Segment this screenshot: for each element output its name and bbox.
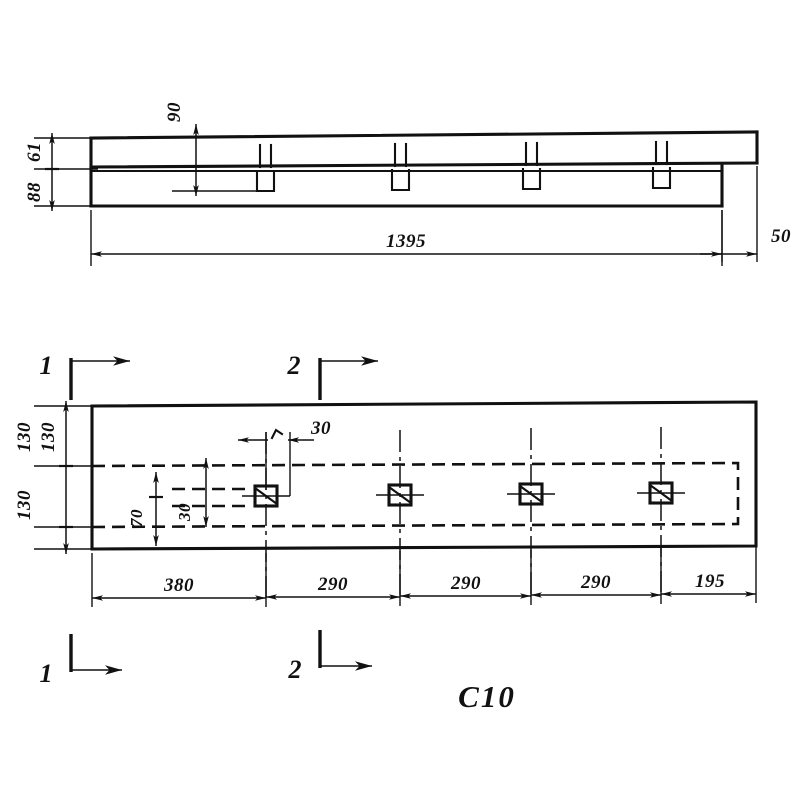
section-marker-2-bottom[interactable]: 2 — [288, 630, 373, 684]
plan-edge-offset-dimension: 70 — [127, 472, 163, 546]
dim-label-50: 50 — [771, 226, 791, 247]
section-marker-2-bottom-label: 2 — [288, 655, 302, 684]
elevation-lug-1 — [255, 143, 276, 193]
dim-label-30-horizontal: 30 — [310, 418, 331, 439]
elevation-overhang-dimension: 50 — [700, 166, 791, 262]
dim-label-30-vertical: 30 — [175, 503, 194, 522]
dim-label-290-c: 290 — [580, 572, 611, 593]
plan-outline — [90, 400, 758, 551]
dim-label-130-a: 130 — [38, 422, 59, 452]
dim-label-290-b: 290 — [450, 573, 481, 594]
dim-label-290-a: 290 — [317, 574, 348, 595]
section-marker-1-top-label: 1 — [40, 351, 53, 380]
elevation-lug-2 — [390, 142, 411, 192]
plan-hole-width-dimension: 30 — [238, 418, 331, 496]
section-marker-1-top[interactable]: 1 — [40, 351, 131, 400]
plan-chain-dimensions: 380 290 290 290 195 — [91, 547, 757, 607]
elevation-height-dimensions: 61 88 — [24, 133, 98, 211]
dim-label-130-c: 130 — [14, 490, 35, 520]
plan-hole-2 — [376, 483, 424, 507]
section-marker-1-bottom[interactable]: 1 — [40, 634, 123, 688]
elevation-view-group: 61 88 90 1395 50 — [24, 102, 791, 266]
section-marker-2-top[interactable]: 2 — [287, 351, 379, 400]
elevation-lug-3 — [521, 141, 542, 191]
dim-label-1395: 1395 — [386, 231, 426, 252]
elevation-overall-length-dimension: 1395 — [90, 210, 723, 266]
dim-label-380: 380 — [163, 575, 194, 596]
elevation-lug-4 — [651, 140, 672, 190]
plan-hole-4 — [637, 481, 685, 505]
elevation-top-flange — [89, 130, 759, 208]
elevation-lug-offset-dimension: 90 — [164, 102, 258, 196]
drawing-caption: C10 — [458, 679, 516, 714]
dim-label-70: 70 — [127, 509, 146, 527]
section-marker-1-bottom-label: 1 — [40, 659, 53, 688]
dim-label-130-b: 130 — [14, 422, 35, 452]
plan-hole-offset-dimension: 30 — [172, 458, 246, 527]
elevation-main-body — [89, 164, 724, 208]
dim-label-90: 90 — [164, 102, 185, 122]
plan-hole-3 — [507, 482, 555, 506]
plan-width-dimensions: 130 130 130 — [14, 401, 96, 554]
plan-view-group: 130 130 130 70 30 — [14, 400, 758, 607]
dim-label-88: 88 — [24, 182, 45, 202]
section-marker-2-top-label: 2 — [287, 351, 301, 380]
plan-hidden-rectangle — [90, 461, 740, 529]
dim-label-61: 61 — [24, 142, 45, 162]
dim-label-195: 195 — [695, 571, 725, 592]
